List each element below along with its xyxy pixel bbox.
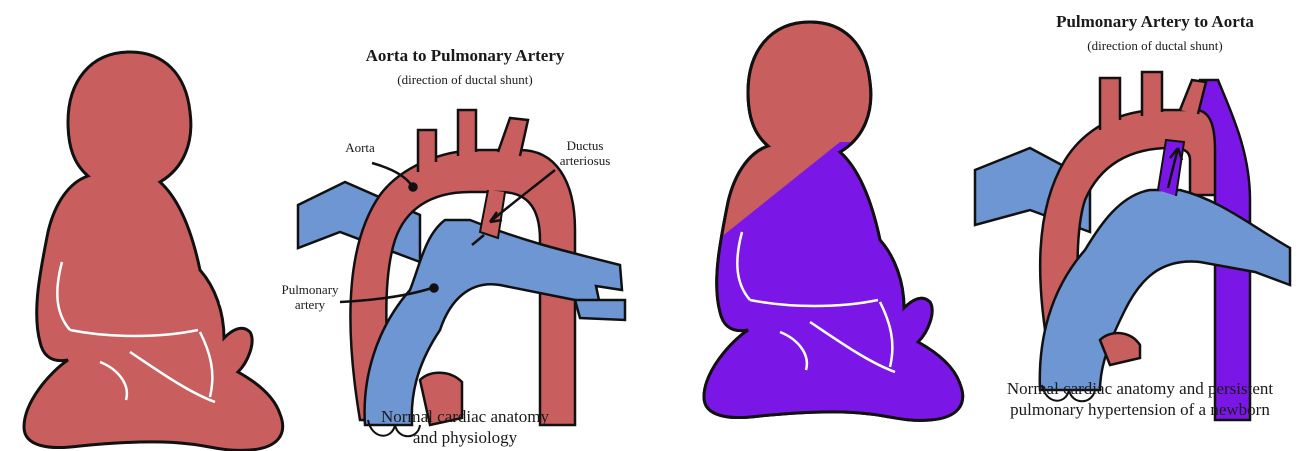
label-pulmonary-artery: Pulmonary artery (270, 282, 350, 312)
heart-right (975, 72, 1290, 420)
right-subtitle: (direction of ductal shunt) (1050, 38, 1260, 54)
label-aorta: Aorta (330, 140, 390, 155)
right-caption: Normal cardiac anatomy and persistent pu… (980, 378, 1300, 420)
baby-left (24, 52, 283, 450)
label-ductus-arteriosus: Ductus arteriosus (545, 138, 625, 168)
right-title: Pulmonary Artery to Aorta (1040, 12, 1270, 32)
left-title: Aorta to Pulmonary Artery (350, 46, 580, 66)
left-caption: Normal cardiac anatomy and physiology (340, 406, 590, 448)
baby-right (704, 22, 963, 420)
left-subtitle: (direction of ductal shunt) (360, 72, 570, 88)
